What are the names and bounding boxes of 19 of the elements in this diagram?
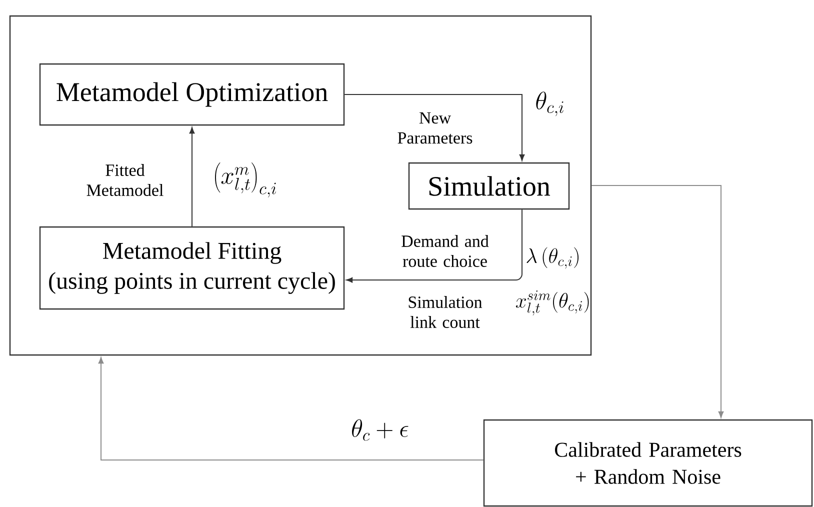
edge-label: Demand and route choice	[394, 234, 496, 268]
process-box: Metamodel Optimization	[39, 63, 345, 126]
formula-label: $\lambda\left(\theta_{c,i}\right)$	[526, 247, 578, 269]
arrow	[346, 209, 522, 283]
process-box: Calibrated Parameters + Random Noise	[483, 419, 813, 507]
arrow	[591, 185, 724, 418]
formula-label: $\theta_c + \epsilon$	[352, 419, 408, 441]
formula-label: $\theta_{c,i}$	[536, 92, 564, 116]
arrow	[189, 127, 195, 227]
process-box: Metamodel Fitting (using points in current cycle)	[39, 226, 345, 310]
arrow	[98, 357, 484, 460]
frame-box	[9, 15, 592, 356]
arrow	[344, 94, 525, 161]
text-label: Simulation link count	[408, 296, 482, 328]
edge-label: Fitted Metamodel	[82, 163, 168, 197]
edge-label: New Parameters	[392, 111, 478, 145]
process-box: Simulation	[408, 162, 570, 210]
formula-label: $x^{sim}_{l,t}(\theta_{c,i})$	[516, 290, 589, 316]
formula-label: $\left(x^{m}_{l,t}\right)_{c,i}$	[215, 162, 276, 198]
